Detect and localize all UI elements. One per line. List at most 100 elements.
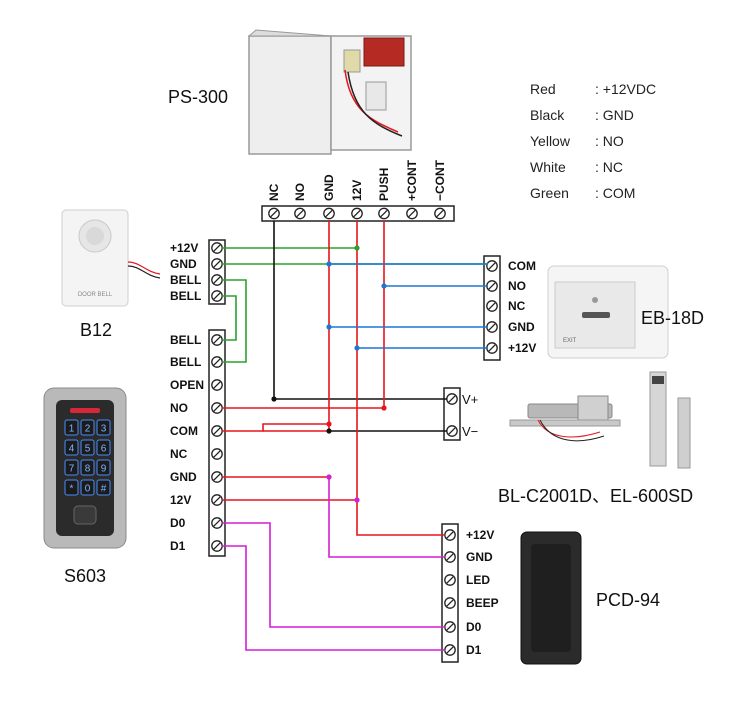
legend-meaning-green: : COM bbox=[595, 185, 635, 201]
wire bbox=[222, 545, 445, 651]
keypad-name: S603 bbox=[64, 566, 106, 586]
exit-button-text: EXIT bbox=[563, 338, 577, 344]
keypad-key-label: 3 bbox=[101, 424, 107, 435]
exit-screw-1 bbox=[486, 280, 498, 292]
psu-terminal-label-3: 12V bbox=[350, 180, 364, 201]
reader-terminal-block bbox=[441, 523, 459, 663]
junction-dot bbox=[326, 428, 332, 434]
reader-screw-3 bbox=[444, 597, 456, 609]
legend-meaning-white: : NC bbox=[595, 159, 623, 175]
lock-label-0: V+ bbox=[462, 392, 478, 407]
keypad-top-labels: +12V GND BELL BELL bbox=[170, 241, 201, 303]
wire bbox=[222, 279, 247, 363]
keypad-main-label-8: D0 bbox=[170, 516, 186, 530]
psu-screw-3 bbox=[351, 207, 363, 220]
reader-screw-4 bbox=[444, 621, 456, 633]
keypad-main-label-4: COM bbox=[170, 424, 198, 438]
keypad-main-screw-9 bbox=[211, 540, 223, 552]
keypad-top-label-2: BELL bbox=[170, 273, 201, 287]
reader-screw-0 bbox=[444, 529, 456, 541]
psu-terminal-label-0: NC bbox=[267, 183, 281, 201]
wire bbox=[222, 522, 445, 628]
keypad-key: * bbox=[64, 479, 79, 496]
keypad-main-label-9: D1 bbox=[170, 539, 186, 553]
junction-dot bbox=[381, 405, 387, 411]
exit-label-3: GND bbox=[508, 320, 535, 334]
keypad-main-screw-2 bbox=[211, 379, 223, 391]
keypad-main-screw-5 bbox=[211, 448, 223, 460]
junction-dot bbox=[326, 474, 332, 480]
lock-labels: V+V− bbox=[462, 392, 478, 439]
junction-dot bbox=[354, 345, 360, 351]
psu-screw-0 bbox=[268, 207, 280, 220]
reader-screw-1 bbox=[444, 551, 456, 563]
junction-dot bbox=[271, 396, 277, 402]
wire bbox=[222, 295, 237, 341]
psu-terminal-label-2: GND bbox=[322, 174, 336, 201]
legend-color-white: White bbox=[530, 159, 566, 175]
bolt-lock-image bbox=[509, 395, 621, 442]
keypad-top-screw-3 bbox=[211, 290, 223, 302]
psu-screw-1 bbox=[294, 207, 306, 220]
legend-meaning-black: : GND bbox=[595, 107, 634, 123]
keypad-main-screw-3 bbox=[211, 402, 223, 414]
locks-name: BL-C2001D、EL-600SD bbox=[498, 486, 693, 506]
exit-label-2: NC bbox=[508, 299, 526, 313]
psu-screw-4 bbox=[378, 207, 390, 220]
keypad-main-screw-6 bbox=[211, 471, 223, 483]
junction-dot bbox=[381, 283, 387, 289]
exit-button-image: EXIT bbox=[547, 265, 669, 359]
junction-dot bbox=[326, 324, 332, 330]
keypad-key-label: 5 bbox=[85, 444, 91, 455]
keypad-key-label: 9 bbox=[101, 464, 107, 475]
color-legend: Red : +12VDC Black : GND Yellow : NO Whi… bbox=[530, 81, 656, 201]
keypad-key-label: * bbox=[70, 484, 74, 495]
keypad-top-screw-2 bbox=[211, 274, 223, 286]
doorbell-brand: DOOR BELL bbox=[78, 292, 113, 298]
keypad-key: 4 bbox=[64, 439, 79, 456]
psu-screw-6 bbox=[434, 207, 446, 220]
keypad-top-label-1: GND bbox=[170, 257, 197, 271]
keypad-main-label-7: 12V bbox=[170, 493, 191, 507]
keypad-key: 7 bbox=[64, 459, 79, 476]
keypad-key-label: # bbox=[101, 484, 107, 495]
wire bbox=[328, 477, 445, 558]
keypad-top-screw-1 bbox=[211, 258, 223, 270]
keypad-key: 1 bbox=[64, 419, 79, 436]
exit-label-1: NO bbox=[508, 279, 526, 293]
keypad-key-label: 2 bbox=[85, 424, 91, 435]
reader-label-5: D1 bbox=[466, 643, 482, 657]
keypad-top-label-0: +12V bbox=[170, 241, 198, 255]
exit-screw-2 bbox=[486, 300, 498, 312]
keypad-main-label-2: OPEN bbox=[170, 378, 204, 392]
keypad-main-screw-7 bbox=[211, 494, 223, 506]
keypad-key-label: 4 bbox=[69, 444, 75, 455]
keypad-main-label-0: BELL bbox=[170, 333, 201, 347]
reader-screws bbox=[444, 529, 456, 656]
wire bbox=[356, 500, 445, 536]
keypad-key-label: 6 bbox=[101, 444, 107, 455]
exit-button-name: EB-18D bbox=[641, 308, 704, 328]
keypad-key-label: 0 bbox=[85, 484, 91, 495]
power-supply-image bbox=[247, 29, 412, 155]
keypad-main-screw-0 bbox=[211, 334, 223, 346]
junction-dots bbox=[271, 245, 387, 503]
junction-dot bbox=[354, 245, 360, 251]
wire bbox=[222, 423, 329, 432]
keypad-key: 8 bbox=[80, 459, 95, 476]
reader-screw-5 bbox=[444, 644, 456, 656]
wire bbox=[222, 221, 358, 501]
keypad-top-label-3: BELL bbox=[170, 289, 201, 303]
keypad-key: 6 bbox=[96, 439, 111, 456]
doorbell-image: DOOR BELL bbox=[61, 209, 161, 307]
reader-label-3: BEEP bbox=[466, 596, 499, 610]
legend-color-green: Green bbox=[530, 185, 569, 201]
keypad-key-label: 8 bbox=[85, 464, 91, 475]
keypad-key: 2 bbox=[80, 419, 95, 436]
psu-terminal-label-6: −CONT bbox=[433, 159, 447, 201]
junction-dot bbox=[326, 261, 332, 267]
keypad-key-label: 1 bbox=[69, 424, 75, 435]
